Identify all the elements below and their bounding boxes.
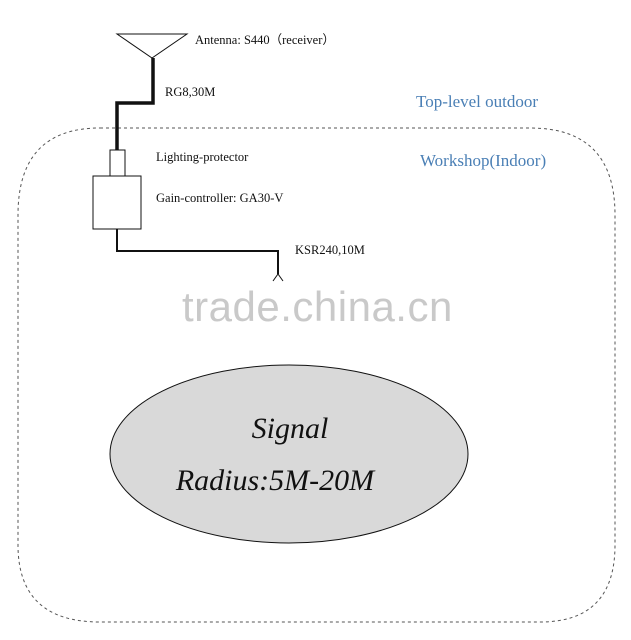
antenna-icon	[115, 33, 189, 59]
indoor-boundary	[17, 127, 616, 623]
cable-bottom-label: KSR240,10M	[295, 243, 365, 257]
indoor-zone-label: Workshop(Indoor)	[420, 151, 546, 170]
antenna-label: Antenna: S440（receiver）	[195, 33, 335, 47]
lightning-protector-box	[109, 149, 126, 177]
gain-controller-box	[92, 175, 142, 230]
cable-ksr240	[116, 229, 279, 274]
indoor-antenna-icon	[272, 273, 284, 282]
signal-title: Signal	[252, 412, 329, 445]
cable-top-label: RG8,30M	[165, 85, 215, 99]
controller-label: Gain-controller: GA30-V	[156, 191, 283, 205]
signal-radius: Radius:5M-20M	[175, 464, 376, 497]
signal-coverage-ellipse	[109, 364, 469, 544]
cable-rg8	[115, 58, 155, 150]
outdoor-zone-label: Top-level outdoor	[416, 92, 538, 111]
watermark: trade.china.cn	[182, 283, 453, 330]
protector-label: Lighting-protector	[156, 150, 249, 164]
